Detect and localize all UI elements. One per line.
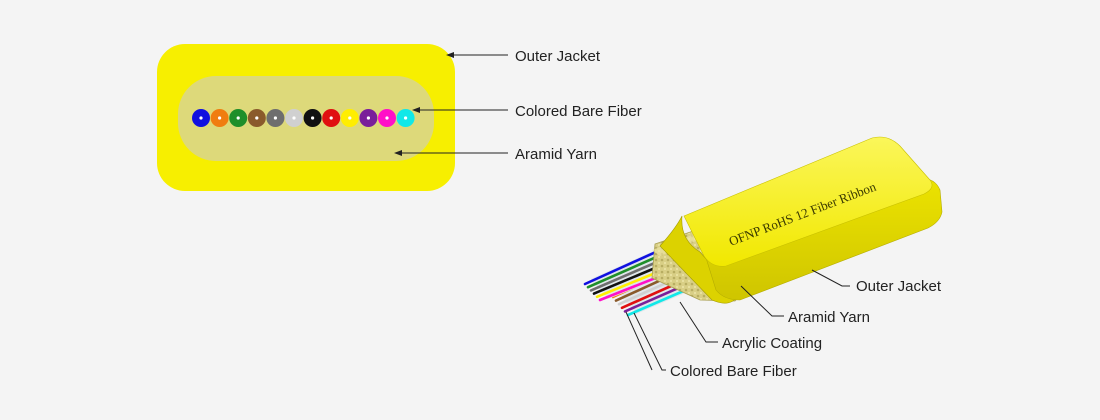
fiber-core-2 xyxy=(218,116,222,120)
fiber-core-12 xyxy=(404,116,408,120)
leader-outer-jacket-3d xyxy=(811,269,850,287)
label-outer-jacket: Outer Jacket xyxy=(515,48,601,65)
colored-fiber-row xyxy=(192,109,415,127)
leader-colored-bare-fiber-3d xyxy=(633,312,666,371)
leader-acrylic-coating xyxy=(679,301,718,343)
fiber-core-3 xyxy=(236,116,240,120)
arrowhead-icon xyxy=(412,107,420,113)
bare-fiber-strand-5 xyxy=(589,257,666,292)
cross-section xyxy=(157,44,455,191)
fiber-core-5 xyxy=(273,116,277,120)
cable-3d: OFNP RoHS 12 Fiber Ribbon xyxy=(583,136,943,317)
fiber-core-4 xyxy=(255,116,259,120)
cable-3d-leaders xyxy=(625,269,850,371)
fiber-core-10 xyxy=(366,116,370,120)
jacket-top-face xyxy=(683,136,933,267)
label-colored-bare-fiber: Colored Bare Fiber xyxy=(515,103,642,120)
bare-fiber-strand-1 xyxy=(583,249,660,286)
fiber-core-11 xyxy=(385,116,389,120)
cross-section-leaders xyxy=(394,52,508,156)
label-aramid-yarn-3d: Aramid Yarn xyxy=(788,309,870,326)
label-outer-jacket-3d: Outer Jacket xyxy=(856,278,942,295)
label-colored-bare-fiber-3d: Colored Bare Fiber xyxy=(670,363,797,380)
arrowhead-icon xyxy=(394,150,402,156)
leader-aramid-yarn-3d xyxy=(740,285,784,317)
label-aramid-yarn: Aramid Yarn xyxy=(515,146,597,163)
bare-fiber-strand-3 xyxy=(586,253,663,289)
fiber-core-1 xyxy=(199,116,203,120)
arrowhead-icon xyxy=(446,52,454,58)
fiber-core-7 xyxy=(311,116,315,120)
fiber-core-8 xyxy=(329,116,333,120)
fiber-core-9 xyxy=(348,116,352,120)
label-acrylic-coating: Acrylic Coating xyxy=(722,335,822,352)
fiber-core-6 xyxy=(292,116,296,120)
leader-colored-bare-fiber-3d-2 xyxy=(625,311,653,371)
